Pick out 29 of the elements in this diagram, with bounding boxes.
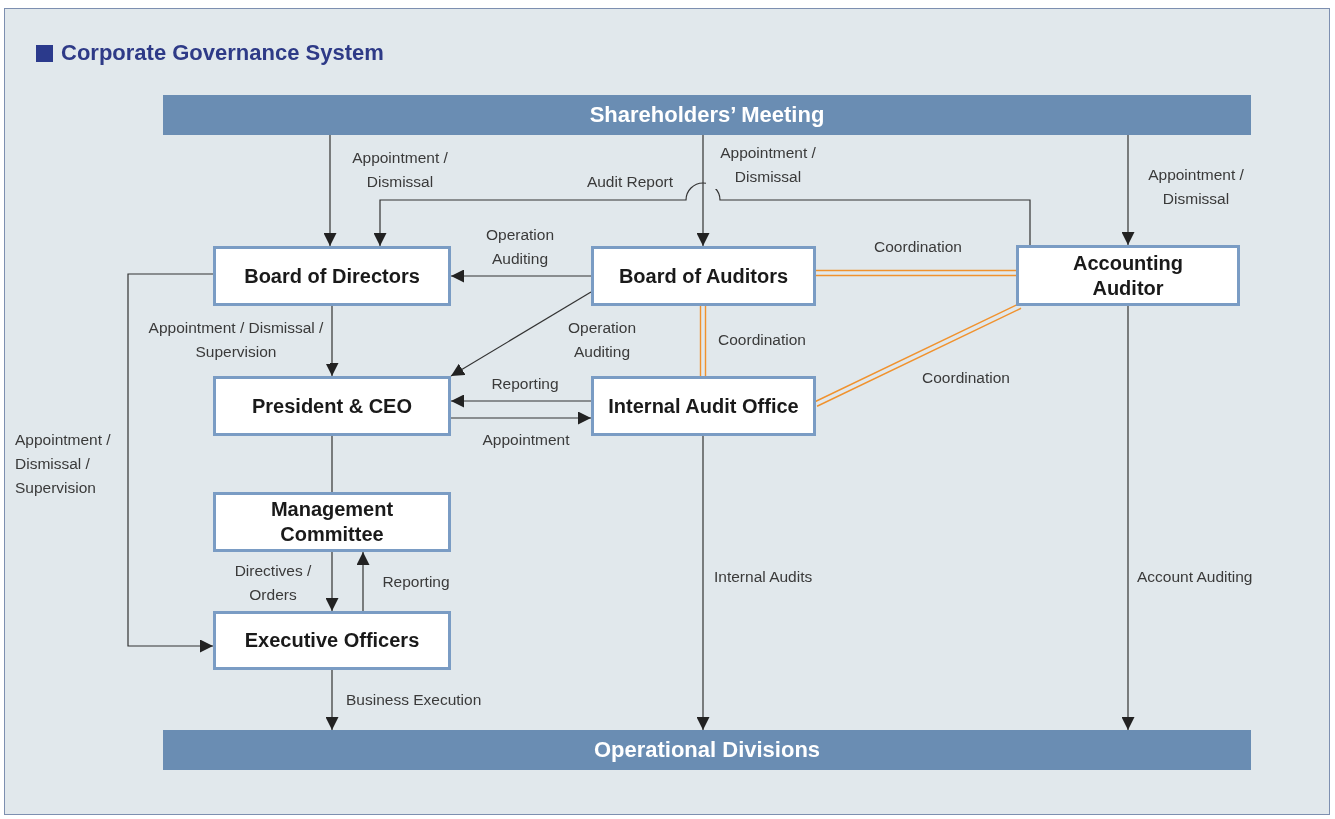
process-box: Executive Officers: [213, 611, 451, 670]
process-box: Accounting Auditor: [1016, 245, 1240, 306]
process-box: Board of Directors: [213, 246, 451, 306]
double-line: [814, 303, 1022, 407]
process-box: Management Committee: [213, 492, 451, 552]
arrow: [373, 182, 1031, 247]
process-box: Internal Audit Office: [591, 376, 816, 436]
arrow: [696, 134, 710, 247]
arrow: [450, 411, 592, 425]
arrow: [325, 551, 339, 612]
double-line: [815, 269, 1017, 277]
process-box: Board of Auditors: [591, 246, 816, 306]
banner-bar: Operational Divisions: [163, 730, 1251, 770]
connector-line: [331, 435, 333, 493]
arrow: [450, 269, 592, 283]
arrow: [325, 669, 339, 731]
arrow: [325, 305, 339, 377]
process-box: President & CEO: [213, 376, 451, 436]
arrow: [1121, 134, 1135, 246]
double-line: [699, 305, 707, 377]
arrow: [323, 134, 337, 247]
arrow: [450, 394, 592, 408]
arrow: [696, 435, 710, 731]
arrow: [450, 291, 592, 377]
arrow: [127, 273, 214, 653]
banner-bar: Shareholders’ Meeting: [163, 95, 1251, 135]
arrow: [1121, 305, 1135, 731]
arrow: [356, 551, 370, 612]
diagram-title: Corporate Governance System: [61, 40, 384, 66]
